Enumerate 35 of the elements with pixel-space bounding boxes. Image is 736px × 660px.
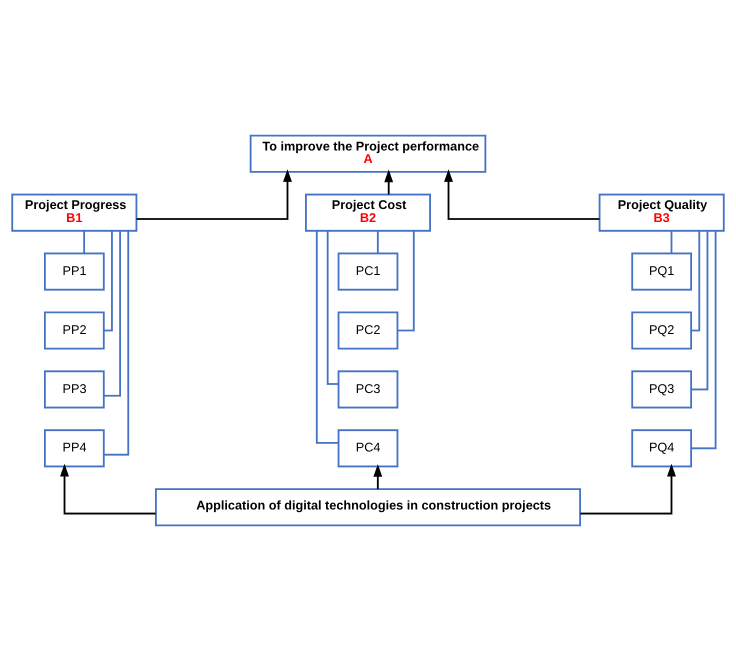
arrow: [580, 463, 676, 514]
node-box: To improve the Project performance A: [250, 134, 486, 172]
node-box: Project Cost B2: [305, 193, 431, 232]
connector: [691, 230, 700, 331]
connector: [691, 230, 708, 390]
arrow: [136, 168, 292, 220]
node-box: PP1: [44, 252, 105, 290]
connector: [316, 230, 338, 444]
node-box: Project Quality B3: [598, 193, 725, 232]
node-box: PQ4: [631, 428, 692, 467]
connector: [691, 230, 716, 449]
node-box: PC2: [338, 310, 398, 350]
connector: [104, 230, 121, 396]
connector: [376, 230, 379, 253]
node-box: PP3: [44, 370, 105, 408]
connector: [670, 230, 672, 253]
connector: [104, 230, 113, 331]
arrow: [444, 168, 600, 220]
arrow: [60, 463, 156, 514]
connector: [104, 230, 130, 456]
arrow: [373, 464, 382, 488]
node-box: PC4: [338, 428, 398, 467]
node-box: Project Progress B1: [11, 193, 138, 232]
arrow: [384, 169, 394, 194]
node-box: PC3: [338, 370, 398, 408]
node-box: PQ1: [631, 252, 692, 290]
connector: [398, 230, 415, 331]
connector: [83, 230, 86, 253]
connector: [326, 230, 338, 384]
node-box: PP2: [44, 310, 105, 350]
node-box: PQ2: [631, 310, 692, 350]
node-box: Application of digital technologies in construction projects: [155, 488, 581, 526]
node-box: PC1: [338, 252, 398, 290]
node-box: PP4: [44, 428, 105, 467]
node-box: PQ3: [631, 370, 692, 408]
